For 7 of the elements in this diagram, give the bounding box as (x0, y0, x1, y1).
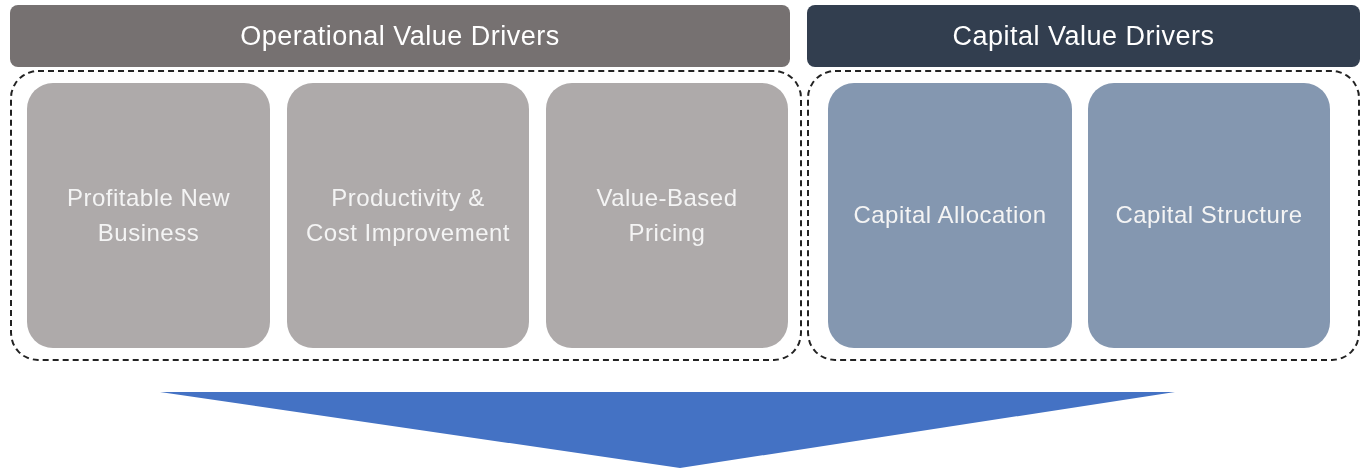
driver-box: Value-Based Pricing (546, 83, 788, 348)
driver-box: Capital Structure (1088, 83, 1330, 348)
driver-box: Profitable New Business (27, 83, 270, 348)
driver-box: Capital Allocation (828, 83, 1072, 348)
group-heading: Operational Value Drivers (10, 5, 790, 67)
group-heading: Capital Value Drivers (807, 5, 1360, 67)
driver-box: Productivity & Cost Improvement (287, 83, 529, 348)
